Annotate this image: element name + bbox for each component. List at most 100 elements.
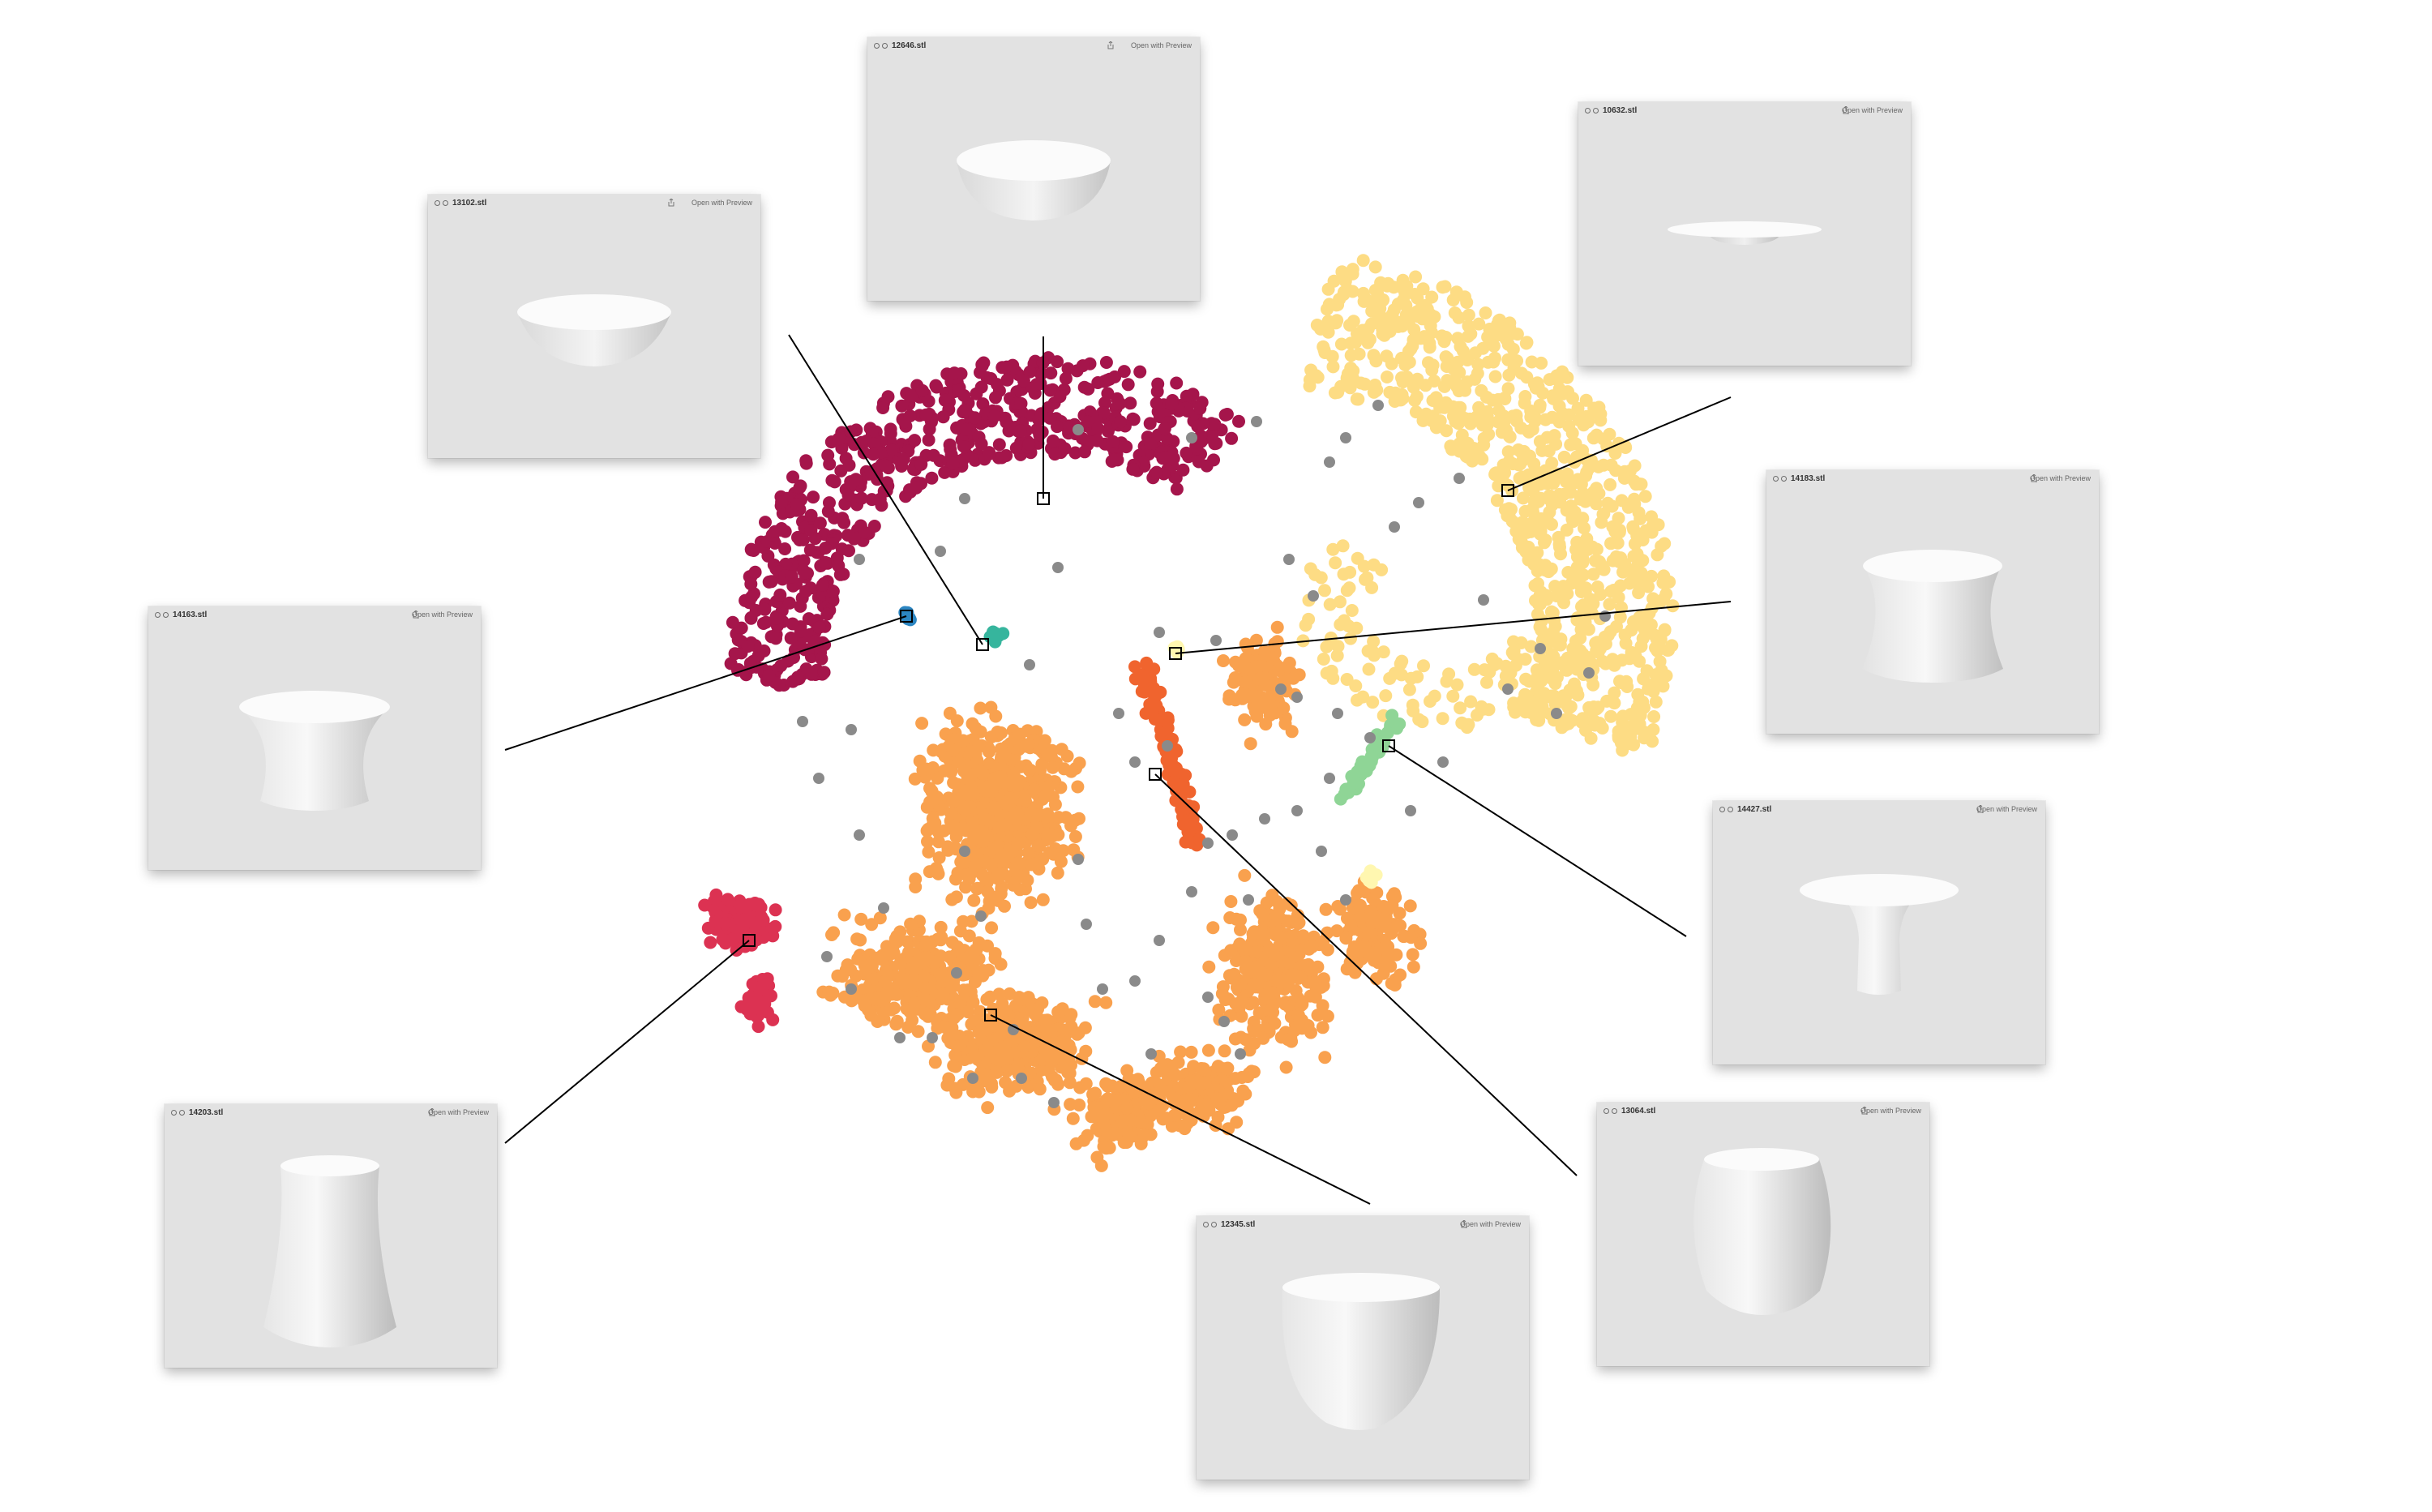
scatter-point [1601, 496, 1615, 510]
scatter-point [1589, 497, 1603, 511]
scatter-point [985, 785, 999, 799]
scatter-point [963, 800, 977, 814]
scatter-point [747, 1001, 760, 1015]
scatter-point [1501, 445, 1515, 459]
scatter-point [961, 1005, 975, 1019]
scatter-point [1124, 396, 1137, 410]
scatter-point [895, 399, 909, 413]
scatter-point [1186, 886, 1197, 897]
scatter-point [1034, 366, 1048, 380]
scatter-point [957, 734, 970, 747]
scatter-point [815, 652, 829, 666]
scatter-point [1371, 316, 1385, 330]
scatter-point [1090, 1150, 1104, 1164]
preview-window-cup[interactable]: 12345.stl Open with Preview [1197, 1216, 1529, 1480]
scatter-point [1499, 332, 1513, 345]
scatter-point [1499, 670, 1513, 683]
scatter-point [1048, 448, 1062, 461]
scatter-point [942, 1072, 956, 1086]
preview-window-bowl-top[interactable]: 12646.stl Open with Preview [867, 37, 1200, 301]
scatter-point [1468, 372, 1482, 386]
scatter-point [1142, 1096, 1156, 1110]
scatter-point [873, 911, 887, 925]
preview-window-hourglass-right[interactable]: 14183.stl Open with Preview [1766, 470, 2099, 734]
scatter-point [1402, 683, 1416, 696]
scatter-point [974, 701, 987, 715]
scatter-point [1334, 902, 1347, 916]
preview-window-bowl-left[interactable]: 13102.stl Open with Preview [428, 195, 760, 458]
scatter-point [1554, 547, 1567, 561]
scatter-point [1257, 1031, 1270, 1045]
scatter-point [1450, 678, 1464, 692]
scatter-point [922, 433, 936, 447]
scatter-point [1339, 932, 1353, 945]
scatter-point [1169, 794, 1183, 807]
scatter-point [1361, 336, 1375, 349]
scatter-point [731, 633, 745, 647]
scatter-point [1334, 595, 1347, 609]
scatter-point [1433, 400, 1447, 414]
scatter-point [1161, 1058, 1174, 1072]
scatter-point [1344, 632, 1357, 645]
scatter-point [1022, 764, 1036, 777]
scatter-point [1329, 298, 1343, 312]
scatter-point [909, 880, 923, 893]
preview-window-pedestal[interactable]: 14427.stl Open with Preview [1713, 801, 2045, 1064]
scatter-point [1235, 1071, 1248, 1084]
scatter-point [1117, 365, 1131, 379]
scatter-point [826, 585, 840, 598]
scatter-point [762, 669, 776, 683]
scatter-point [1033, 1082, 1047, 1096]
scatter-point [1526, 484, 1540, 498]
scatter-point [847, 438, 861, 452]
scatter-point [821, 448, 835, 462]
scatter-point [1603, 427, 1616, 441]
cup-icon [1282, 1273, 1440, 1430]
scatter-point [1259, 813, 1270, 825]
scatter-point [1666, 599, 1680, 613]
scatter-point [1077, 1133, 1090, 1147]
scatter-point [1367, 558, 1381, 572]
scatter-point [854, 912, 868, 926]
barrel-vase-icon [1693, 1148, 1831, 1315]
preview-window-hourglass-left[interactable]: 14163.stl Open with Preview [148, 606, 481, 870]
preview-window-plate[interactable]: 10632.stl Open with Preview [1578, 102, 1911, 366]
scatter-point [1016, 1073, 1027, 1084]
scatter-point [949, 890, 963, 904]
scatter-point [919, 938, 933, 952]
scatter-point [1636, 554, 1650, 568]
scatter-point [749, 923, 763, 936]
scatter-point [757, 644, 771, 657]
preview-window-barrel[interactable]: 13064.stl Open with Preview [1597, 1103, 1929, 1366]
scatter-point [1325, 349, 1339, 363]
scatter-point [1548, 580, 1562, 593]
scatter-point [1628, 537, 1642, 550]
scatter-point [1566, 641, 1580, 655]
scatter-point [774, 659, 788, 673]
scatter-point [1047, 847, 1060, 861]
scatter-point [1355, 755, 1369, 769]
scatter-point [773, 679, 786, 692]
scatter-point [808, 532, 822, 546]
scatter-point [975, 359, 989, 372]
scatter-point [910, 481, 923, 495]
scatter-point [760, 1005, 774, 1019]
scatter-point [1612, 731, 1625, 745]
scatter-point [1479, 306, 1492, 319]
scatter-point [1155, 1084, 1169, 1098]
scatter-point [797, 554, 811, 568]
scatter-point [819, 542, 833, 555]
scatter-point [1575, 716, 1589, 729]
scatter-point [950, 1008, 964, 1022]
scatter-point [1342, 786, 1355, 799]
scatter-point [1000, 415, 1013, 429]
preview-window-tower[interactable]: 14203.stl Open with Preview [165, 1104, 497, 1368]
scatter-point [1516, 491, 1530, 505]
scatter-point [915, 383, 929, 397]
scatter-point [1586, 568, 1600, 581]
scatter-point [945, 936, 959, 949]
scatter-point [1516, 516, 1530, 529]
scatter-point [841, 488, 855, 502]
scatter-point [1031, 839, 1045, 853]
scatter-point [1529, 381, 1543, 395]
